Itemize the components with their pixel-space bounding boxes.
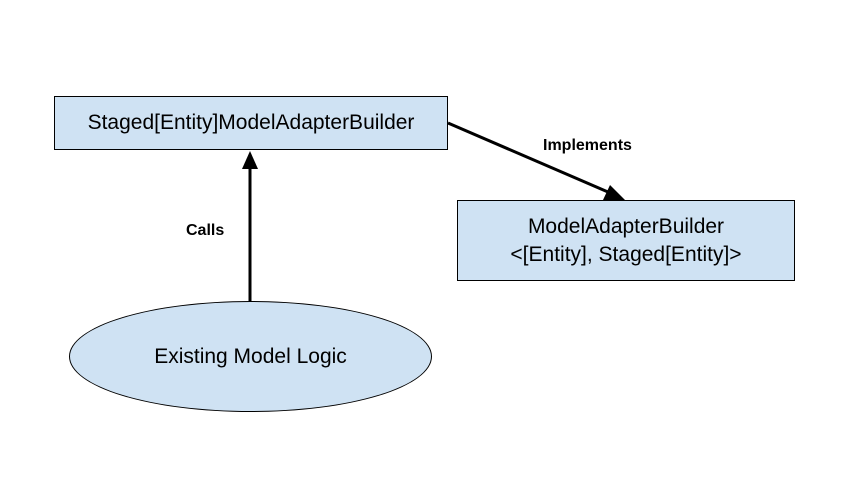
edge-calls-arrowhead (242, 151, 258, 169)
node-staged-entity-model-adapter-builder: Staged[Entity]ModelAdapterBuilder (54, 96, 448, 150)
node-logic-label: Existing Model Logic (154, 344, 347, 368)
edge-calls-label: Calls (186, 222, 225, 239)
node-interface-line1: ModelAdapterBuilder (527, 214, 725, 238)
node-model-adapter-builder: ModelAdapterBuilder <[Entity], Staged[En… (457, 200, 795, 281)
node-builder-label: Staged[Entity]ModelAdapterBuilder (87, 111, 415, 134)
node-interface-line2: <[Entity], Staged[Entity]> (510, 242, 742, 266)
edge-implements-label: Implements (543, 137, 632, 154)
edge-implements-arrowhead (603, 185, 625, 200)
node-existing-model-logic: Existing Model Logic (69, 301, 432, 412)
edge-implements-line (447, 121, 609, 194)
